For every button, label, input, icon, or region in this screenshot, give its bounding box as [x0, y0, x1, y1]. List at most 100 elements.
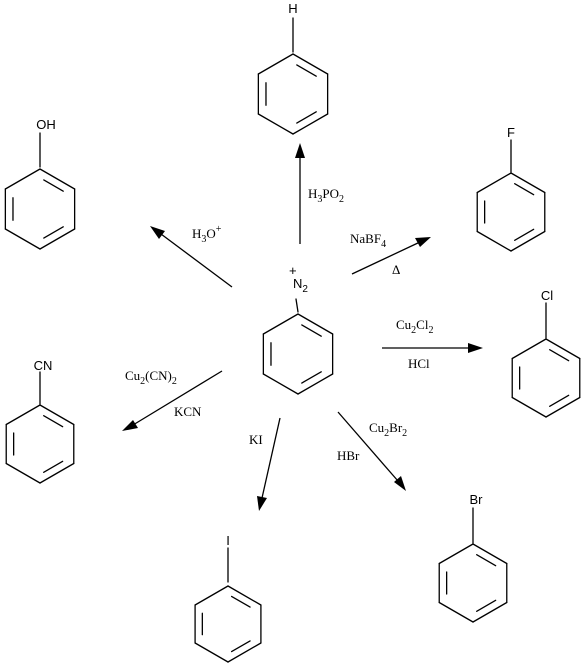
fluorobenzene-ring	[476, 172, 546, 252]
ring-bond	[472, 601, 508, 623]
ring-double-bond	[43, 460, 64, 473]
ring-bond	[39, 168, 76, 190]
ring-double-bond	[43, 179, 64, 192]
ring-bond	[545, 338, 581, 360]
ring-bond	[510, 172, 546, 194]
arrow-to-fluorobenzene	[351, 237, 431, 275]
reagent-ki: KI	[249, 432, 263, 447]
bromobenzene-ring	[438, 543, 508, 623]
ring-bond	[297, 313, 334, 335]
iodine-label: I	[226, 533, 230, 548]
ring-bond	[438, 601, 474, 623]
ring-bond	[262, 313, 299, 335]
ring-double-bond	[296, 64, 317, 77]
cu2cn2-part-2: 2	[140, 376, 145, 387]
cu2cl2-part-3: Cl	[416, 317, 429, 332]
arrow-to-benzene	[295, 143, 305, 244]
arrow-to-bromobenzene	[337, 411, 406, 491]
reagent-cu2cl2: Cu2Cl2	[396, 317, 433, 336]
ring-double-bond	[43, 415, 64, 428]
diazonium-n: N	[293, 276, 302, 291]
h3po2-part-2: 3	[317, 194, 322, 205]
reagent-cu2cn2: Cu2(CN)2	[125, 368, 177, 387]
reagent-delta: Δ	[392, 262, 400, 277]
ring-double-bond	[514, 228, 535, 241]
ring-double-bond	[43, 226, 64, 239]
arrow-to-phenol	[150, 226, 233, 288]
ring-double-bond	[230, 595, 251, 608]
cu2cn2-part-3: (CN)	[145, 368, 172, 383]
h3o-part-4: +	[216, 224, 222, 235]
reagent-nabf4: NaBF4	[350, 231, 386, 250]
h3po2-part-1: H	[308, 186, 317, 201]
arrow-to-chlorobenzene	[382, 343, 483, 353]
h3o-part-1: H	[192, 226, 201, 241]
chlorobenzene-ring	[511, 338, 581, 418]
diazonium-charge: +	[289, 263, 297, 278]
cu2br2-part-4: 2	[402, 428, 407, 439]
ring-double-bond	[476, 599, 497, 612]
h3o-part-2: 3	[201, 234, 206, 245]
arrow-to-benzonitrile	[122, 370, 223, 431]
benzene-ring	[257, 53, 329, 135]
reagent-h3o: H3O+	[192, 224, 222, 245]
reagent-kcn: KCN	[174, 404, 202, 419]
h3o-part-3: O	[206, 226, 215, 241]
ring-bond	[476, 230, 512, 252]
cyano-label: CN	[34, 358, 53, 373]
ring-bond	[292, 113, 329, 135]
nabf4-part-2: 4	[381, 239, 386, 250]
cu2cn2-part-4: 2	[172, 376, 177, 387]
ring-bond	[292, 53, 329, 75]
ring-double-bond	[301, 324, 322, 337]
fluorine-label: F	[507, 125, 515, 140]
reagent-cu2br2: Cu2Br2	[369, 420, 407, 439]
ring-bond	[4, 228, 41, 250]
ring-bond	[39, 404, 75, 426]
h3po2-part-3: PO	[322, 186, 339, 201]
ring-bond	[4, 168, 41, 190]
ring-bond	[262, 373, 299, 395]
ring-double-bond	[549, 394, 570, 407]
diazonium-benzene-ring	[262, 313, 334, 395]
hydrogen-label: H	[288, 1, 297, 16]
ring-bond	[39, 462, 75, 484]
phenol-ring	[4, 168, 76, 250]
ring-bond	[511, 338, 547, 360]
ring-double-bond	[514, 183, 535, 196]
cu2cl2-part-4: 2	[428, 325, 433, 336]
ring-bond	[511, 396, 547, 418]
ring-bond	[227, 585, 262, 606]
cu2br2-part-1: Cu	[369, 420, 385, 435]
c-n-bond	[295, 298, 299, 313]
ring-double-bond	[230, 640, 251, 653]
cu2cl2-part-1: Cu	[396, 317, 412, 332]
diazonium-label: N2	[293, 276, 308, 295]
hydroxyl-label: OH	[36, 117, 56, 132]
ring-bond	[297, 373, 334, 395]
ring-bond	[194, 585, 229, 606]
cu2cn2-part-1: Cu	[125, 368, 141, 383]
ring-double-bond	[301, 371, 322, 384]
h3po2-part-4: 2	[339, 194, 344, 205]
ring-bond	[472, 543, 508, 565]
ring-bond	[5, 404, 41, 426]
cu2cl2-part-2: 2	[411, 325, 416, 336]
ring-bond	[257, 113, 294, 135]
ring-bond	[510, 230, 546, 252]
arrow-to-iodobenzene	[257, 417, 281, 511]
reagent-h3po2: H3PO2	[308, 186, 344, 205]
reagent-hbr: HBr	[337, 448, 360, 463]
cu2br2-part-3: Br	[389, 420, 403, 435]
ring-double-bond	[296, 111, 317, 124]
ring-bond	[5, 462, 41, 484]
chlorine-label: Cl	[541, 288, 553, 303]
benzonitrile-ring	[5, 404, 75, 484]
ring-bond	[257, 53, 294, 75]
ring-bond	[194, 642, 229, 663]
diazonium-n-subscript: 2	[302, 284, 308, 295]
ring-bond	[227, 642, 262, 663]
cu2br2-part-2: 2	[384, 428, 389, 439]
reagent-hcl: HCl	[408, 356, 430, 371]
